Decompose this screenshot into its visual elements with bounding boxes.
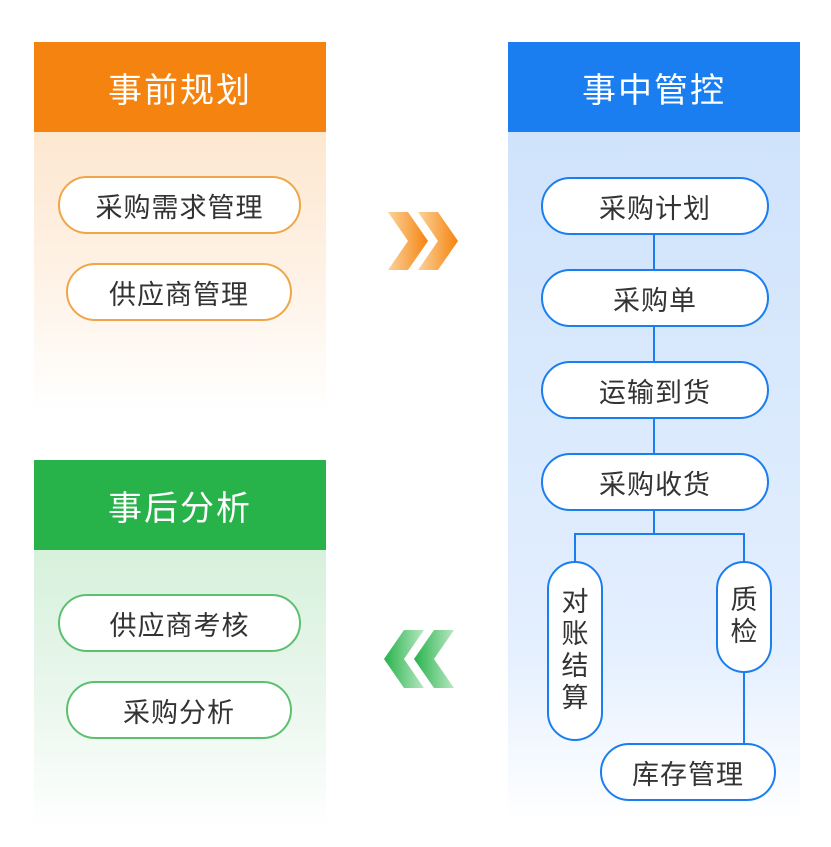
quality-inspection-node: 质检 [716,561,772,673]
reconciliation-settlement-label: 对账结算 [561,587,589,714]
supplier-management-node: 供应商管理 [66,263,292,321]
quality-inspection-label: 质检 [730,585,758,648]
connector-line [574,533,576,563]
connector-line [653,417,655,454]
double-chevron-left-icon [384,630,454,688]
purchase-plan-node: 采购计划 [541,177,769,235]
purchase-receipt-node: 采购收货 [541,453,769,511]
purchase-order-node: 采购单 [541,269,769,327]
pre-planning-title: 事前规划 [34,42,326,132]
in-process-control-title: 事中管控 [508,42,800,132]
supplier-assessment-node: 供应商考核 [58,594,301,652]
connector-line [743,533,745,563]
shipping-arrival-node: 运输到货 [541,361,769,419]
purchase-demand-management-node: 采购需求管理 [58,176,301,234]
inventory-management-node: 库存管理 [600,743,776,801]
connector-line [743,671,745,745]
reconciliation-settlement-node: 对账结算 [547,561,603,741]
connector-line [653,325,655,362]
connector-line [653,234,655,270]
connector-line [574,533,744,535]
post-analysis-title: 事后分析 [34,460,326,550]
purchase-analysis-node: 采购分析 [66,681,292,739]
double-chevron-right-icon [388,212,458,270]
connector-line [653,510,655,534]
